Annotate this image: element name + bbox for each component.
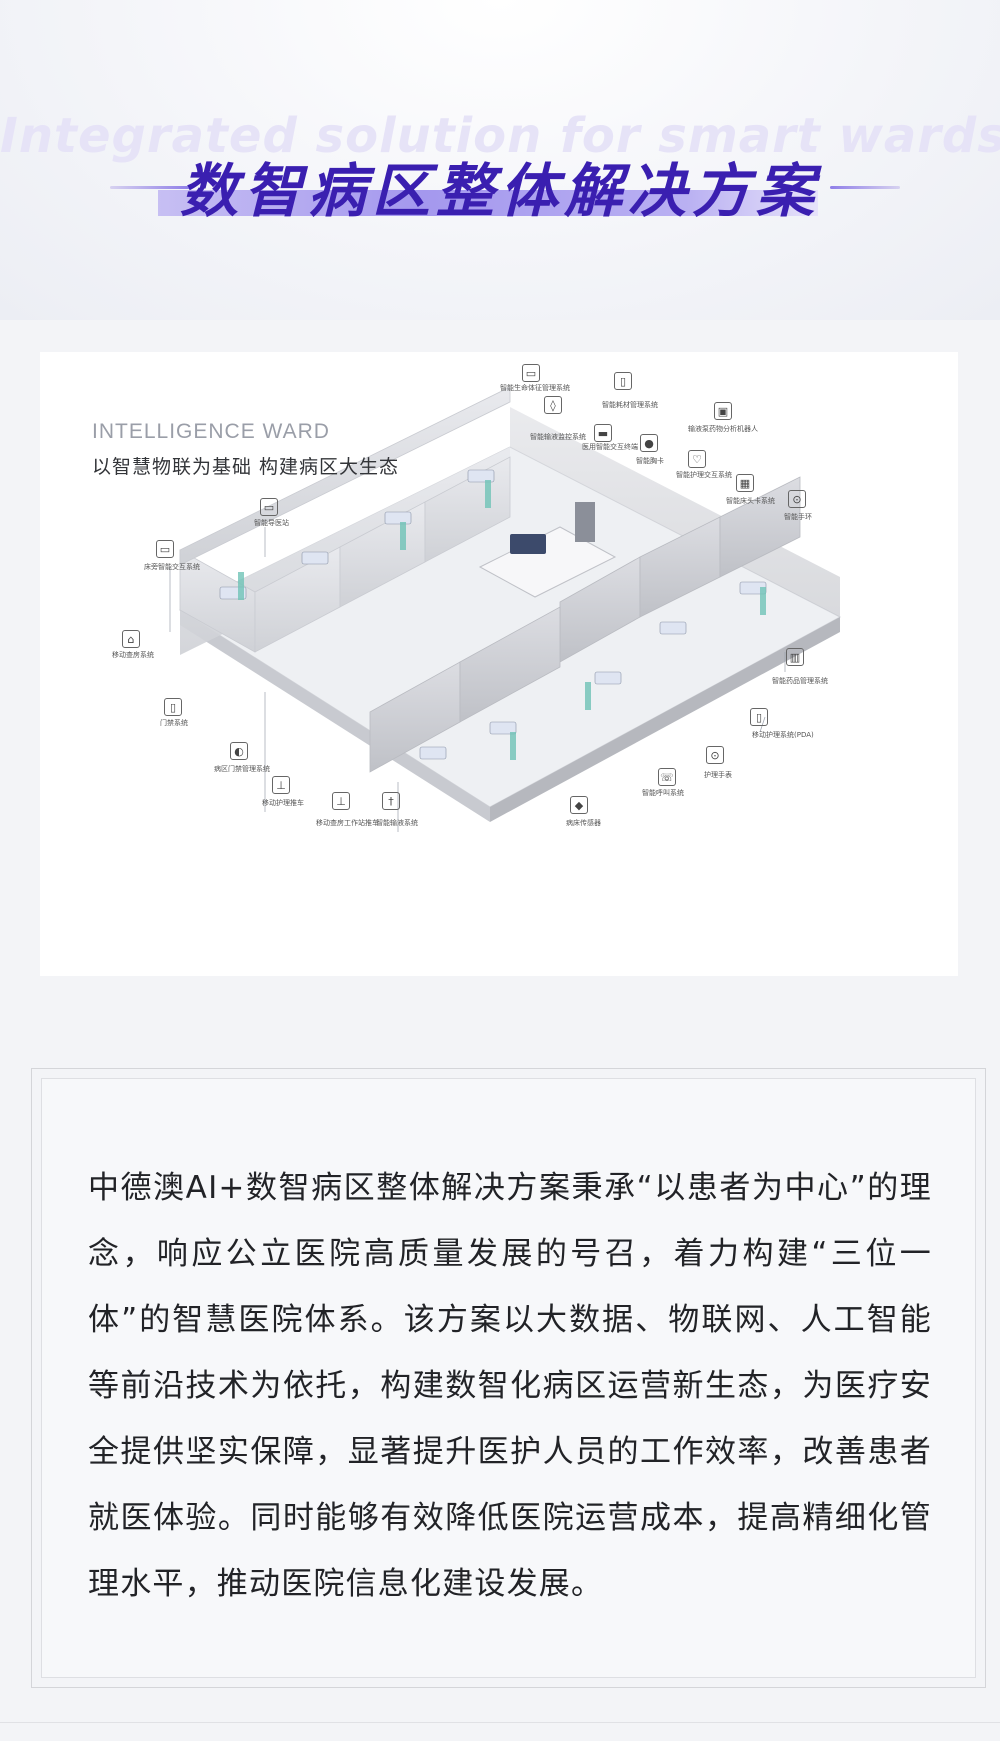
diagram-label: 智能床头卡系统 [726,497,775,505]
kiosk-icon: ▭ [260,498,278,516]
heart-icon: ♡ [688,450,706,468]
diagram-label: 智能输液监控系统 [530,433,586,441]
monitor-icon: ▭ [522,364,540,382]
diagram-label: 病区门禁管理系统 [214,765,270,773]
page-title: 数智病区整体解决方案 [179,157,820,225]
band-icon: ⊙ [788,490,806,508]
watch-icon: ⊙ [706,746,724,764]
diagram-label: 智能胸卡 [636,457,664,465]
diagram-label: 智能输液系统 [376,819,418,827]
diagram-label: 移动查房工作站推车 [316,819,379,827]
iv-stand-icon: † [382,792,400,810]
badge-icon: ● [640,434,658,452]
pda-icon: ▯ [750,708,768,726]
title-deco-line-left [110,186,190,189]
nurse-station [478,502,617,598]
page-header: Integrated solution for smart wards 数智病区… [0,0,1000,320]
cabinet-icon: ▯ [614,372,632,390]
call-icon: ☏ [658,768,676,786]
description-panel: 中德澳AI+数智病区整体解决方案秉承“以患者为中心”的理念，响应公立医院高质量发… [31,1068,986,1688]
diagram-label: 病床传感器 [566,819,601,827]
description-panel-inner [41,1078,976,1678]
diagram-label: 智能手环 [784,513,812,521]
title-deco-line-right [830,186,900,189]
diagram-subtitle-cn: 以智慧物联为基础 构建病区大生态 [92,456,400,478]
leader-lines [169,527,786,832]
diagram-label: 输液泵药物分析机器人 [688,425,758,433]
router-icon: ▬ [594,424,612,442]
door-icon: ▯ [164,698,182,716]
diagram-label: 移动护理推车 [262,799,304,807]
diagram-label: 护理手表 [704,771,732,779]
iv-bag-icon: ◊ [544,396,562,414]
diagram-label: 移动护理系统(PDA) [752,731,814,739]
chip-icon: ▦ [736,474,754,492]
diagram-label: 智能导医站 [254,519,289,527]
diagram-subtitle-en: INTELLIGENCE WARD [92,420,330,443]
diagram-label: 智能护理交互系统 [676,471,732,479]
diagram-label: 智能药品管理系统 [772,677,828,685]
header-watermark: Integrated solution for smart wards [0,108,1000,164]
diagram-label: 智能耗材管理系统 [602,401,658,409]
ward-diagram-card: INTELLIGENCE WARD 以智慧物联为基础 构建病区大生态 ▭ 智能生… [40,352,958,976]
ward-floor-edge-right [490,617,840,822]
ward-isometric-diagram [169,386,842,832]
privacy-curtains [238,480,766,760]
room-partitions-left [179,386,511,653]
back-wall-right [510,407,840,617]
diagram-label: 智能呼叫系统 [642,789,684,797]
pump-icon: ▣ [714,402,732,420]
diagram-label: 移动查房系统 [112,651,154,659]
ward-floor-edge-left [180,610,490,822]
home-icon: ⌂ [122,630,140,648]
diagram-label: 门禁系统 [160,719,188,727]
description-text: 中德澳AI+数智病区整体解决方案秉承“以患者为中心”的理念，响应公立医院高质量发… [88,1170,932,1602]
cart-icon: ⊥ [272,776,290,794]
diagram-label: 医用智能交互终端 [582,443,638,451]
access-icon: ◐ [230,742,248,760]
title-highlight-bar [158,190,818,216]
room-partitions-right [369,476,801,773]
workstation-icon: ⊥ [332,792,350,810]
drug-icon: ▥ [786,648,804,666]
bottom-divider [0,1722,1000,1723]
screen-icon: ▭ [156,540,174,558]
diagram-label: 床旁智能交互系统 [144,563,200,571]
sensor-icon: ◆ [570,796,588,814]
diagram-label: 智能生命体征管理系统 [500,384,570,392]
